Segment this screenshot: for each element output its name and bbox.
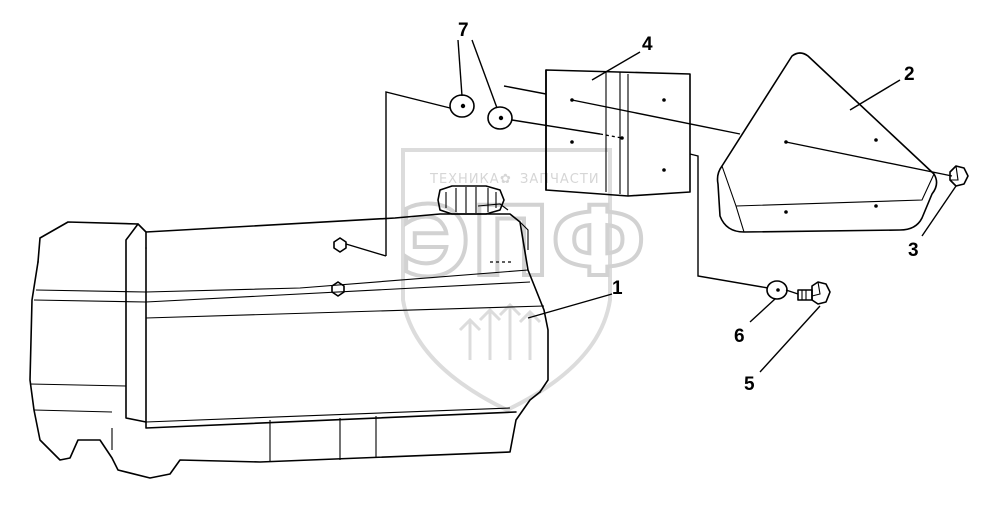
part-1-tank [29,185,549,479]
callout-6: 6 [734,326,745,347]
watermark-gear-icon: ✿ [500,172,512,187]
washer-right [487,106,513,130]
watermark-shield-icon [401,148,612,413]
part-7-washers [449,94,513,130]
part-5-bolt [797,281,831,305]
callout-labels: 7 4 2 1 3 6 5 [458,20,919,395]
tank-nut-upper [333,237,347,253]
watermark-wheat-icon [458,302,542,360]
watermark-brand-left: ТЕХНИКА [429,172,500,187]
callout-7: 7 [458,20,469,41]
filler-cap [437,185,509,215]
callout-1: 1 [612,278,623,299]
tank-nut-lower [331,281,345,297]
part-3-nut [949,165,969,187]
watermark: ТЕХНИКА ✿ ЗАПЧАСТИ ЭПФ [398,148,648,413]
part-4-bracket [545,69,691,197]
assembly-lines [345,85,953,295]
callout-3: 3 [908,240,919,261]
callout-2: 2 [904,64,915,85]
callout-leaders [457,39,957,373]
callout-5: 5 [744,374,755,395]
part-2-triangle-sign [716,52,938,233]
part-6-washer [766,280,788,300]
watermark-brand-right: ЗАПЧАСТИ [520,172,600,187]
callout-4: 4 [642,34,653,55]
